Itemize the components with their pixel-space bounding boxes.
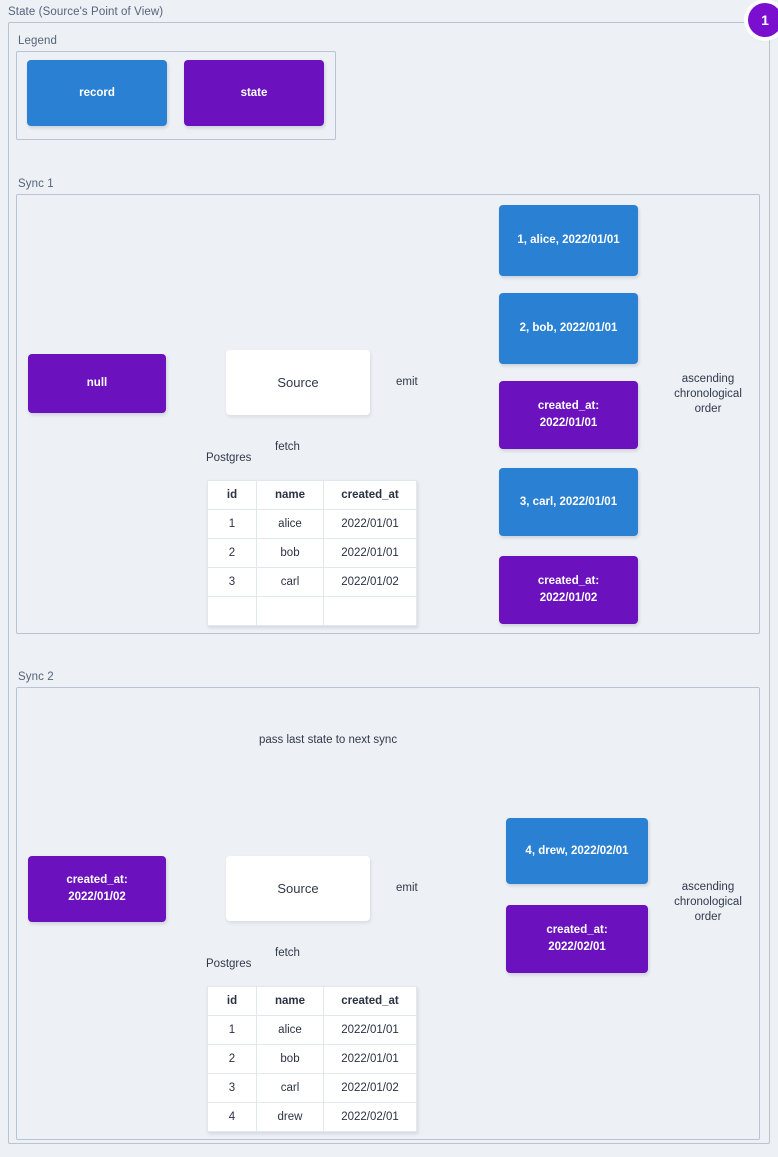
table-row: 3 carl 2022/01/02 (207, 567, 417, 597)
cell-id (207, 596, 257, 626)
cell-id: 4 (207, 1102, 257, 1132)
pass-state-label: pass last state to next sync (255, 734, 402, 746)
table-row: 2 bob 2022/01/01 (207, 1044, 417, 1074)
sync2-source-node: Source (226, 856, 370, 921)
sync1-source-node: Source (226, 350, 370, 415)
cell-name: alice (256, 1015, 324, 1045)
sync1-emitted-state-2: created_at: 2022/01/02 (499, 556, 638, 624)
cell-id: 3 (207, 567, 257, 597)
page-title: State (Source's Point of View) (8, 6, 164, 18)
col-name: name (256, 986, 324, 1016)
sync1-title: Sync 1 (18, 178, 54, 190)
sync1-fetch-label: fetch (275, 441, 300, 453)
cell-name (256, 596, 324, 626)
cell-date: 2022/01/01 (323, 1015, 417, 1045)
cell-id: 2 (207, 538, 257, 568)
cell-name: alice (256, 509, 324, 539)
sync1-emitted-state-1: created_at: 2022/01/01 (499, 381, 638, 449)
table-header-row: id name created_at (207, 480, 417, 510)
sync2-db-label: Postgres (206, 958, 252, 970)
cell-date: 2022/01/01 (323, 1044, 417, 1074)
sync2-emit-label: emit (396, 882, 418, 894)
sync1-db-label: Postgres (206, 452, 252, 464)
sync1-emitted-record-1: 1, alice, 2022/01/01 (499, 205, 638, 276)
table-row-empty (207, 596, 417, 626)
sync1-order-note: ascending chronological order (674, 373, 742, 415)
legend-swatch-state: state (184, 60, 324, 126)
table-header-row: id name created_at (207, 986, 417, 1016)
cell-name: carl (256, 1073, 324, 1103)
cell-date: 2022/01/02 (323, 567, 417, 597)
sync2-fetch-label: fetch (275, 947, 300, 959)
cell-name: drew (256, 1102, 324, 1132)
table-row: 3 carl 2022/01/02 (207, 1073, 417, 1103)
table-row: 1 alice 2022/01/01 (207, 509, 417, 539)
cell-id: 1 (207, 509, 257, 539)
table-row: 4 drew 2022/02/01 (207, 1102, 417, 1132)
sync2-emitted-state-1: created_at: 2022/02/01 (506, 905, 648, 973)
sync2-order-note: ascending chronological order (674, 881, 742, 923)
col-created-at: created_at (323, 986, 417, 1016)
cell-id: 1 (207, 1015, 257, 1045)
sync1-emit-label: emit (396, 376, 418, 388)
col-id: id (207, 480, 257, 510)
col-name: name (256, 480, 324, 510)
sync2-title: Sync 2 (18, 671, 54, 683)
sync1-emitted-record-2: 2, bob, 2022/01/01 (499, 293, 638, 364)
sync1-emitted-record-3: 3, carl, 2022/01/01 (499, 468, 638, 536)
sync2-input-state: created_at: 2022/01/02 (28, 856, 166, 922)
sync2-postgres-table: id name created_at 1 alice 2022/01/01 2 … (207, 986, 417, 1132)
sync1-postgres-table: id name created_at 1 alice 2022/01/01 2 … (207, 480, 417, 626)
col-created-at: created_at (323, 480, 417, 510)
cell-date: 2022/02/01 (323, 1102, 417, 1132)
legend-title: Legend (18, 35, 57, 47)
sync1-input-state: null (28, 354, 166, 413)
cell-name: bob (256, 538, 324, 568)
cell-id: 2 (207, 1044, 257, 1074)
cell-date (323, 596, 417, 626)
cell-name: carl (256, 567, 324, 597)
cell-date: 2022/01/02 (323, 1073, 417, 1103)
step-badge[interactable]: 1 (748, 3, 778, 37)
cell-id: 3 (207, 1073, 257, 1103)
col-id: id (207, 986, 257, 1016)
cell-date: 2022/01/01 (323, 538, 417, 568)
legend-swatch-record: record (27, 60, 167, 126)
sync2-emitted-record-1: 4, drew, 2022/02/01 (506, 818, 648, 884)
cell-name: bob (256, 1044, 324, 1074)
table-row: 2 bob 2022/01/01 (207, 538, 417, 568)
cell-date: 2022/01/01 (323, 509, 417, 539)
table-row: 1 alice 2022/01/01 (207, 1015, 417, 1045)
